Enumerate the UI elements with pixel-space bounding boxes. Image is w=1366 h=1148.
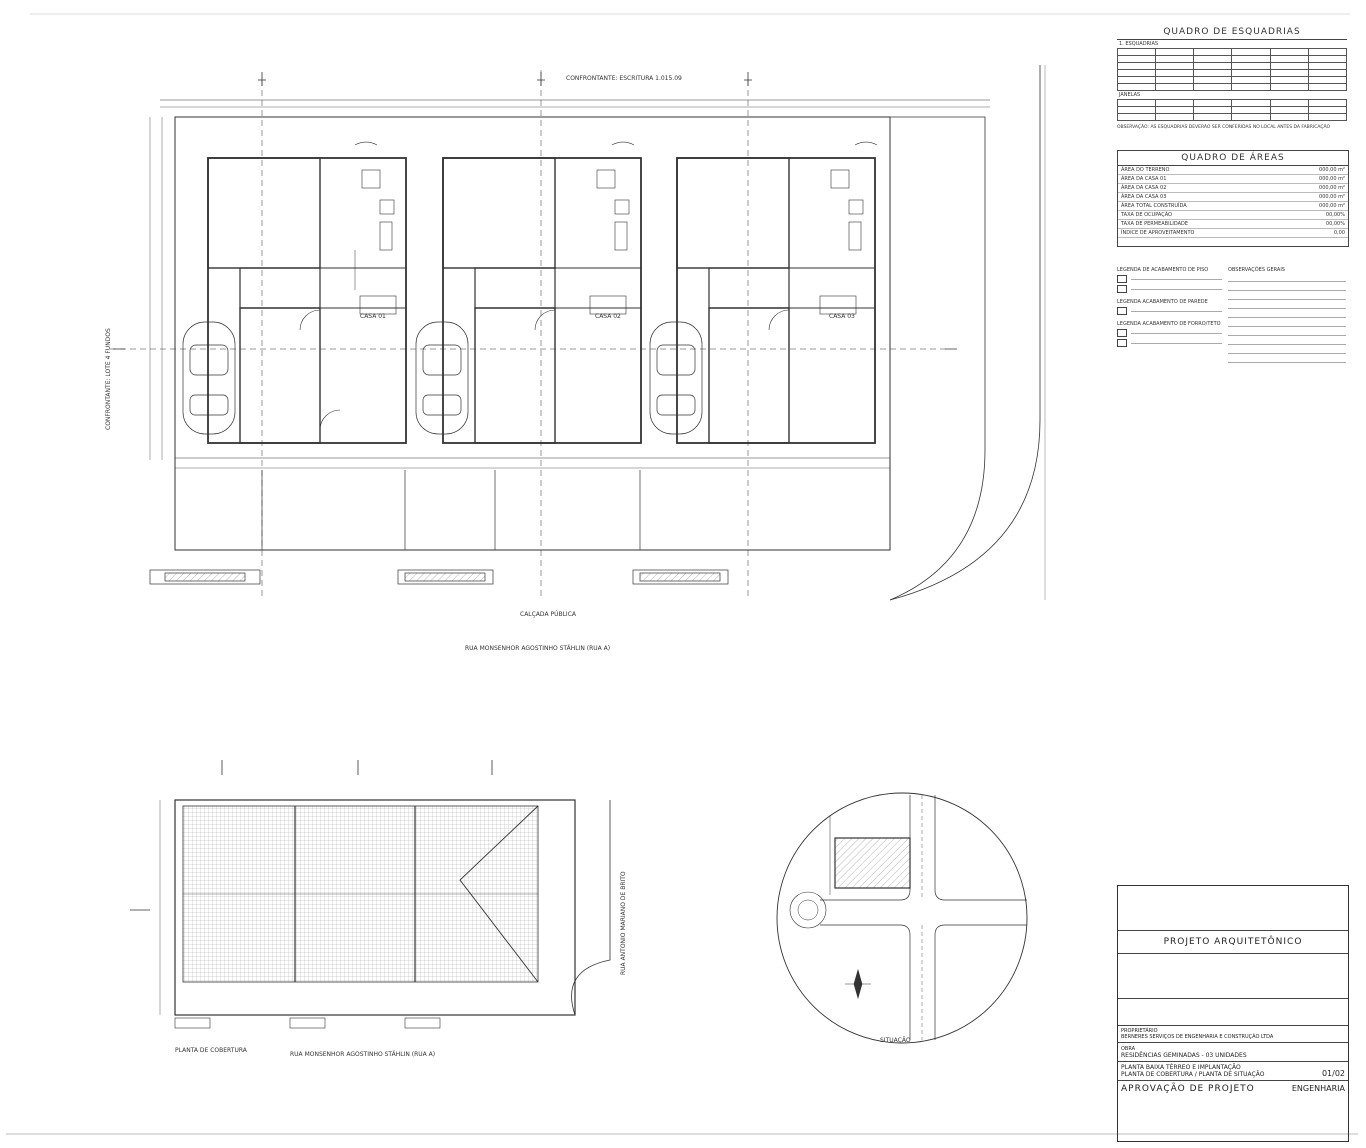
general-notes-title: OBSERVAÇÕES GERAIS — [1228, 267, 1285, 273]
window-door-schedule: QUADRO DE ESQUADRIAS 1. ESQUADRIAS JANEL… — [1116, 25, 1348, 150]
schedule-table-windows — [1116, 99, 1348, 121]
area-row-value: 000,00 m² — [1319, 194, 1345, 200]
area-row-value: 00,00% — [1325, 221, 1345, 227]
sidewalk-label: CALÇADA PÚBLICA — [520, 611, 577, 618]
area-row: ÁREA TOTAL CONSTRUÍDA 000,00 m² — [1118, 202, 1348, 211]
area-row-label: ÁREA DA CASA 01 — [1121, 176, 1167, 182]
schedule-title: QUADRO DE ESQUADRIAS — [1117, 25, 1347, 40]
legend-symbol-icon — [1117, 329, 1127, 337]
schedule-note: OBSERVAÇÃO: AS ESQUADRIAS DEVERÃO SER CO… — [1117, 125, 1331, 130]
area-row-label: ÁREA DA CASA 03 — [1121, 194, 1167, 200]
area-table-title: QUADRO DE ÁREAS — [1118, 151, 1348, 166]
roof-plan-title: PLANTA DE COBERTURA — [175, 1047, 248, 1054]
legend-symbol-icon — [1117, 307, 1127, 315]
street-bottom-label-2: RUA MONSENHOR AGOSTINHO STÄHLIN (RUA A) — [290, 1051, 435, 1058]
house-3-plan — [676, 141, 878, 444]
area-row: TAXA DE PERMEABILIDADE 00,00% — [1118, 220, 1348, 229]
area-row-value: 000,00 m² — [1319, 176, 1345, 182]
project-title: PROJETO ARQUITETÔNICO — [1118, 931, 1348, 954]
ground-floor-labels: CASA 01 CASA 02 CASA 03 CONFRONTANTE: ES… — [105, 75, 855, 652]
house-3-label: CASA 03 — [829, 313, 855, 320]
roof-plan — [130, 760, 611, 1029]
legend-symbol-icon — [1117, 275, 1127, 283]
work-description: RESIDÊNCIAS GEMINADAS - 03 UNIDADES — [1121, 1052, 1247, 1059]
house-2-plan — [442, 141, 642, 444]
area-row-value: 000,00 m² — [1319, 167, 1345, 173]
area-row-value: 000,00 m² — [1319, 203, 1345, 209]
area-row-value: 000,00 m² — [1319, 185, 1345, 191]
area-row: ÁREA DA CASA 01 000,00 m² — [1118, 175, 1348, 184]
area-row: ÁREA DA CASA 02 000,00 m² — [1118, 184, 1348, 193]
street-side-label: RUA ANTONIO MARIANO DE BRITO — [620, 871, 627, 975]
schedule-section-doors: 1. ESQUADRIAS — [1119, 41, 1159, 47]
content-line-2: PLANTA DE COBERTURA / PLANTA DE SITUAÇÃO — [1121, 1071, 1265, 1078]
owner-label: PROPRIETÁRIO — [1121, 1028, 1158, 1034]
area-row: ÁREA DA CASA 03 000,00 m² — [1118, 193, 1348, 202]
area-row-value: 00,00% — [1325, 212, 1345, 218]
owner-name: BERNERES SERVIÇOS DE ENGENHARIA E CONSTR… — [1121, 1034, 1274, 1040]
area-row-label: ÁREA DA CASA 02 — [1121, 185, 1167, 191]
area-rows: ÁREA DO TERRENO 000,00 m² ÁREA DA CASA 01 0… — [1118, 166, 1348, 238]
ground-floor-plan — [110, 65, 1041, 601]
content-line-1: PLANTA BAIXA TÉRREO E IMPLANTAÇÃO — [1121, 1064, 1241, 1071]
situation-title: SITUAÇÃO — [880, 1037, 911, 1044]
area-row: ÁREA DO TERRENO 000,00 m² — [1118, 166, 1348, 175]
house-1-plan — [207, 141, 407, 444]
front-wall-details — [149, 470, 729, 585]
schedule-section-windows: JANELAS — [1119, 92, 1141, 98]
area-row-label: ÁREA TOTAL CONSTRUÍDA — [1121, 203, 1187, 209]
legend-floor-title: LEGENDA DE ACABAMENTO DE PISO — [1117, 267, 1209, 273]
legend-panel: LEGENDA DE ACABAMENTO DE PISO LEGENDA AC… — [1117, 265, 1347, 405]
discipline-label: ENGENHARIA — [1291, 1084, 1345, 1093]
legend-symbol-icon — [1117, 285, 1127, 293]
sheet-number: 01/02 — [1321, 1069, 1345, 1078]
approval-label: APROVAÇÃO DE PROJETO — [1121, 1084, 1255, 1094]
house-2-label: CASA 02 — [595, 313, 621, 320]
street-bottom-label: RUA MONSENHOR AGOSTINHO STÄHLIN (RUA A) — [465, 645, 610, 652]
area-row-value: 0,00 — [1333, 230, 1345, 236]
work-label: OBRA — [1121, 1046, 1136, 1052]
area-table: QUADRO DE ÁREAS ÁREA DO TERRENO 000,00 m²… — [1117, 150, 1349, 247]
schedule-table-doors — [1116, 48, 1348, 91]
area-row-label: ÍNDICE DE APROVEITAMENTO — [1121, 230, 1195, 236]
situation-plan — [776, 792, 1028, 1044]
boundary-top-label: CONFRONTANTE: ESCRITURA 1.015.09 — [566, 75, 682, 82]
area-row-label: ÁREA DO TERRENO — [1121, 167, 1170, 173]
legend-ceiling-title: LEGENDA ACABAMENTO DE FORRO/TETO — [1117, 321, 1221, 327]
legend-symbol-icon — [1117, 339, 1127, 347]
boundary-left-label: CONFRONTANTE: LOTE 4 FUNDOS — [105, 328, 112, 430]
legend-wall-title: LEGENDA ACABAMENTO DE PAREDE — [1117, 299, 1208, 305]
area-row-label: TAXA DE OCUPAÇÃO — [1121, 212, 1172, 218]
area-row-label: TAXA DE PERMEABILIDADE — [1121, 221, 1189, 227]
area-row: TAXA DE OCUPAÇÃO 00,00% — [1118, 211, 1348, 220]
car-symbols — [182, 321, 703, 435]
house-1-label: CASA 01 — [360, 313, 386, 320]
area-row: ÍNDICE DE APROVEITAMENTO 0,00 — [1118, 229, 1348, 238]
